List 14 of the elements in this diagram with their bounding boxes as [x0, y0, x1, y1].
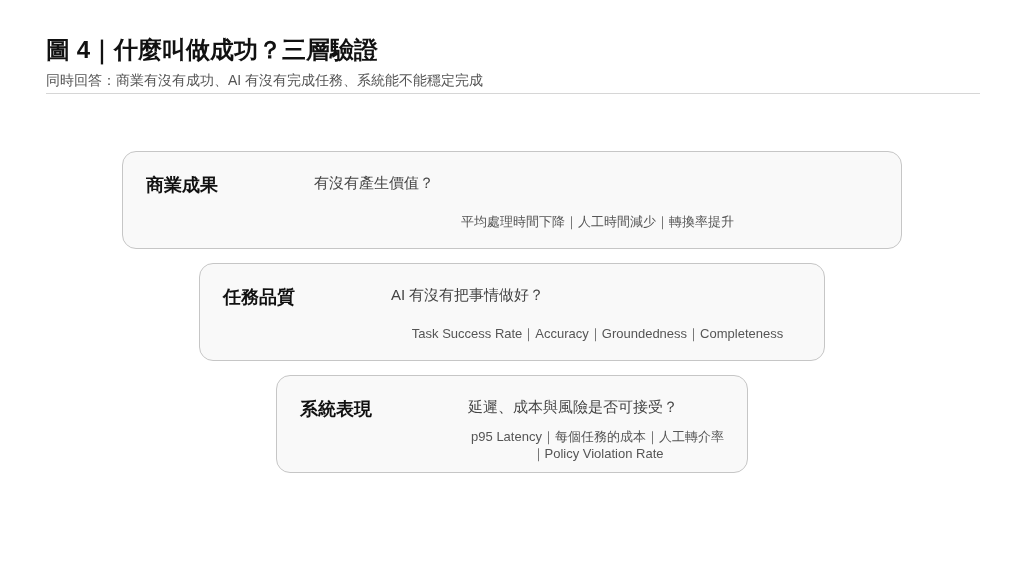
- question-text: 延遲、成本與風險是否可接受？: [468, 397, 678, 417]
- question-text: AI 有沒有把事情做好？: [391, 285, 545, 305]
- layer-title: 商業成果: [146, 174, 218, 197]
- metrics-text: p95 Latency｜每個任務的成本｜人工轉介率｜Policy Violation Rate: [471, 429, 724, 461]
- metrics-text: Task Success Rate｜Accuracy｜Groundedness｜Completeness: [411, 325, 784, 341]
- layer-card: [276, 375, 748, 473]
- layer-card: [122, 151, 902, 249]
- subtitle-text: 同時回答：商業有沒有成功、AI 有沒有完成任務、系統能不能穩定完成: [46, 71, 484, 89]
- layer-title: 系統表現: [300, 398, 372, 421]
- question-text: 有沒有產生價值？: [314, 173, 434, 193]
- figure-title: 圖 4｜什麼叫做成功？三層驗證: [46, 35, 378, 65]
- metrics-text: 平均處理時間下降｜人工時間減少｜轉換率提升: [461, 213, 734, 229]
- layer-title: 任務品質: [223, 286, 295, 309]
- layer-card: [199, 263, 825, 361]
